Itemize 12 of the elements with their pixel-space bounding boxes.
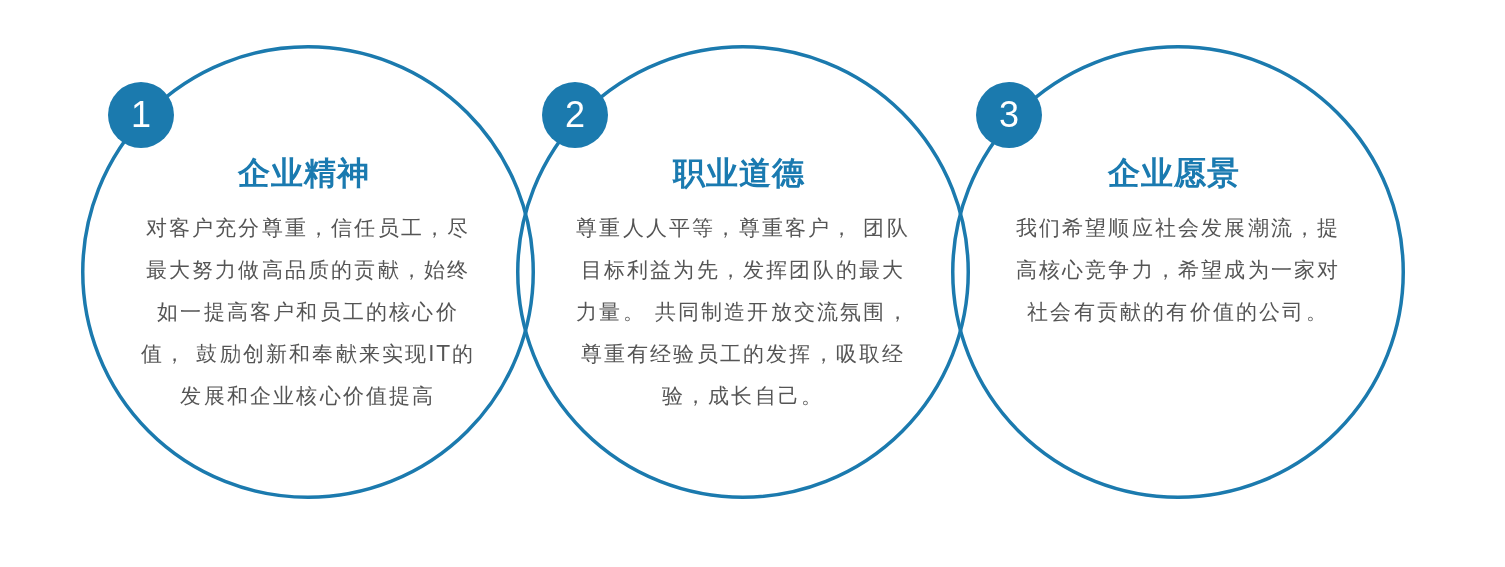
circle-description: 对客户充分尊重，信任员工，尽最大努力做高品质的贡献，始终如一提高客户和员工的核心价值， 鼓励创新和奉献来实现IT的发展和企业核心价值提高 [141,215,475,410]
circle-description: 尊重人人平等，尊重客户， 团队目标利益为先，发挥团队的最大力量。 共同制造开放交流氛围，尊重有经验员工的发挥，吸取经验，成长自己。 [576,215,910,410]
circle-title: 企业精神 [238,153,370,193]
circle-title: 企业愿景 [1108,153,1240,193]
circle-outline [951,45,1405,499]
circle-description: 我们希望顺应社会发展潮流，提高核心竞争力，希望成为一家对社会有贡献的有价值的公司。 [1014,215,1342,326]
number-badge: 2 [542,82,608,148]
number-badge: 3 [976,82,1042,148]
circle-outline [516,45,970,499]
circle-title: 职业道德 [673,153,805,193]
number-badge: 1 [108,82,174,148]
circle-outline [81,45,535,499]
